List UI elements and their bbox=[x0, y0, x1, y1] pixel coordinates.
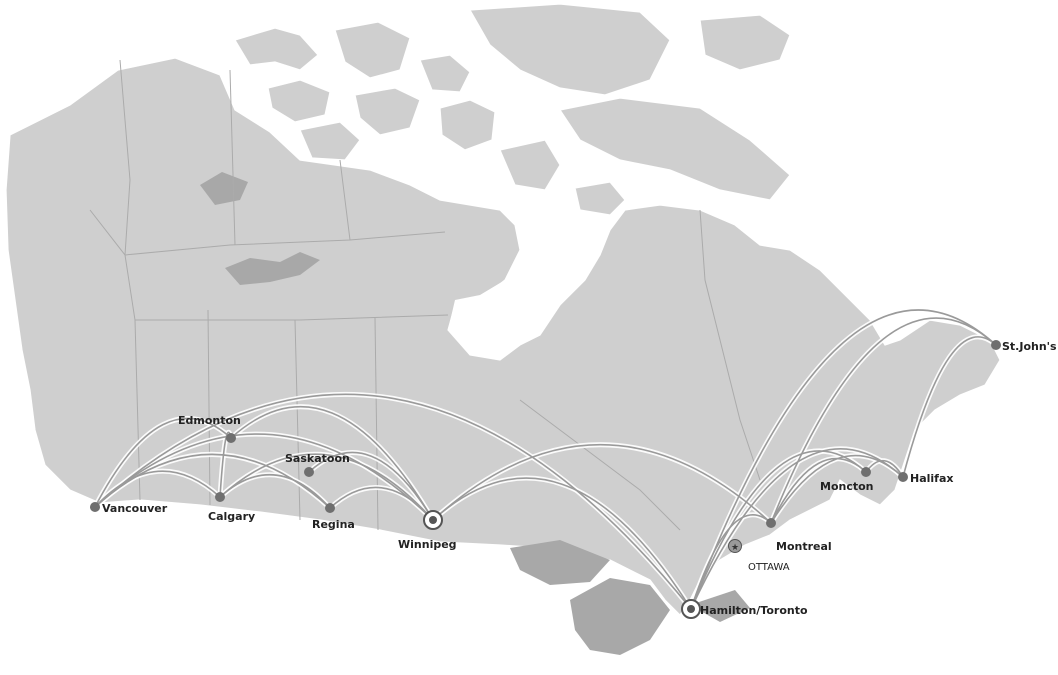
svg-text:★: ★ bbox=[731, 543, 739, 553]
city-label-winnipeg: Winnipeg bbox=[398, 538, 457, 551]
route-edmonton-winnipeg bbox=[230, 405, 434, 521]
city-dot-stjohns bbox=[991, 340, 1001, 350]
city-label-hamilton: Hamilton/Toronto bbox=[700, 604, 808, 617]
arctic-islands bbox=[234, 3, 791, 216]
city-label-montreal: Montreal bbox=[776, 540, 832, 553]
provincial-borders bbox=[89, 59, 761, 531]
city-label-saskatoon: Saskatoon bbox=[285, 452, 350, 465]
route-winnipeg-montreal bbox=[432, 444, 772, 524]
route-calgary-winnipeg bbox=[219, 453, 434, 521]
route-saskatoon-winnipeg bbox=[308, 451, 434, 521]
capital-label-ottawa: OTTAWA bbox=[748, 562, 790, 573]
city-label-stjohns: St.John's bbox=[1002, 340, 1057, 353]
lakes bbox=[200, 172, 750, 655]
route-regina-winnipeg bbox=[329, 486, 434, 521]
route-montreal-moncton bbox=[770, 457, 867, 524]
route-montreal-halifax bbox=[770, 454, 904, 524]
route-winnipeg-hamilton bbox=[432, 477, 692, 610]
route-layer bbox=[94, 309, 997, 610]
route-montreal-stjohns bbox=[770, 317, 997, 524]
hudson-bay bbox=[448, 245, 575, 360]
route-hamilton-stjohns bbox=[690, 309, 997, 610]
city-label-moncton: Moncton bbox=[820, 480, 874, 493]
city-label-vancouver: Vancouver bbox=[102, 502, 168, 515]
route-halifax-stjohns bbox=[902, 336, 997, 478]
city-dot-regina bbox=[325, 503, 335, 513]
city-dot-moncton bbox=[861, 467, 871, 477]
capital-marker: ★ bbox=[728, 539, 742, 553]
city-dot-halifax bbox=[898, 472, 908, 482]
city-dot-montreal bbox=[766, 518, 776, 528]
city-label-calgary: Calgary bbox=[208, 510, 255, 523]
city-label-regina: Regina bbox=[312, 518, 355, 531]
hub-core-hamilton bbox=[687, 605, 695, 613]
city-dot-calgary bbox=[215, 492, 225, 502]
city-dot-saskatoon bbox=[304, 467, 314, 477]
city-label-edmonton: Edmonton bbox=[178, 414, 241, 427]
city-label-halifax: Halifax bbox=[910, 472, 953, 485]
route-vancouver-hamilton bbox=[94, 393, 692, 610]
city-dot-vancouver bbox=[90, 502, 100, 512]
labels: Vancouver Calgary Edmonton Saskatoon Reg… bbox=[102, 340, 1057, 617]
city-dot-edmonton bbox=[226, 433, 236, 443]
city-layer bbox=[90, 340, 1001, 619]
route-vancouver-regina bbox=[94, 453, 331, 509]
hub-core-winnipeg bbox=[429, 516, 437, 524]
route-vancouver-winnipeg bbox=[94, 433, 434, 521]
